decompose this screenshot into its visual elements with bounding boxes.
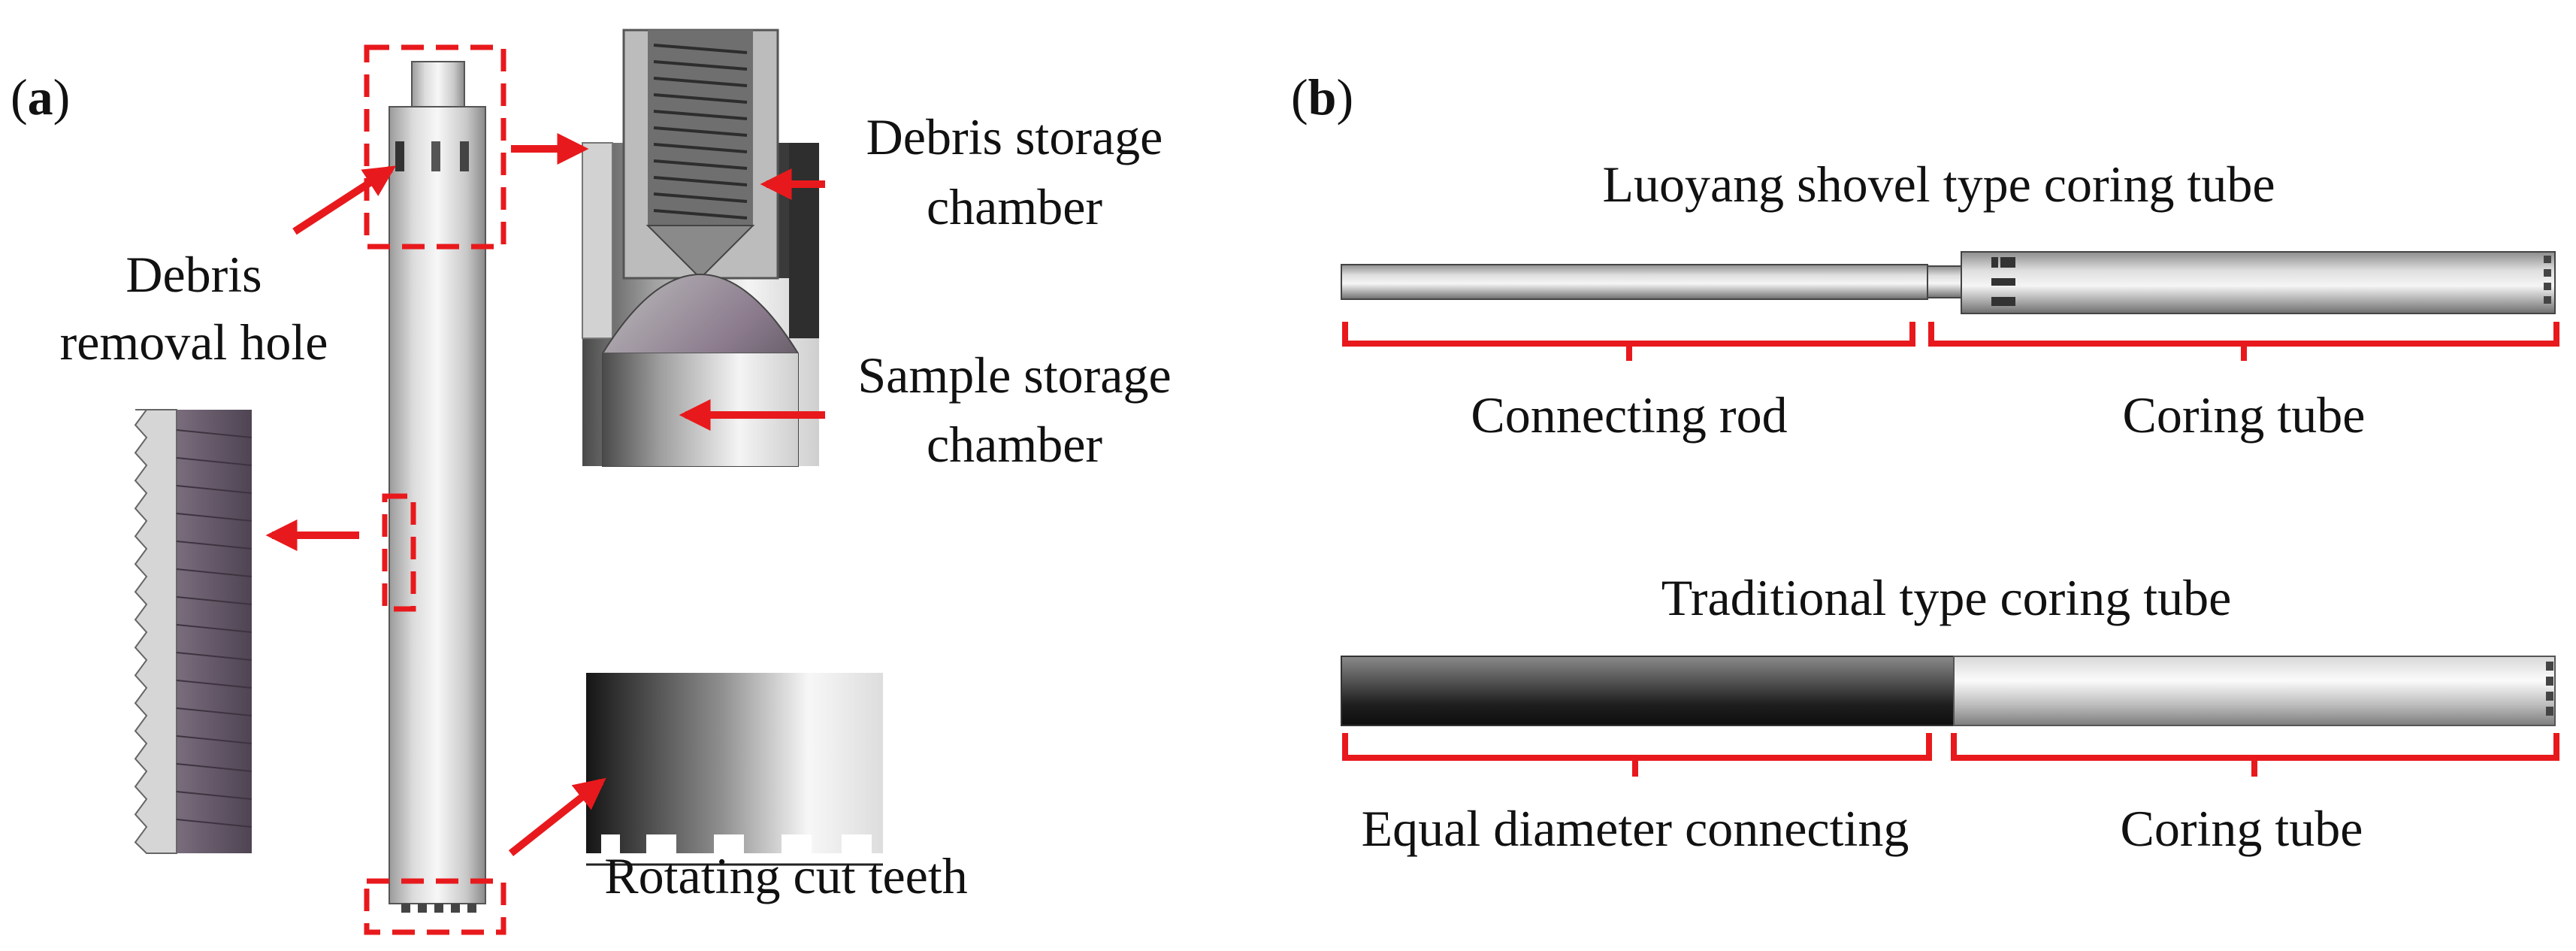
highlight-box-thread [382,493,416,612]
thread-groove [176,791,252,800]
label-debris-storage-2: chamber [927,178,1102,235]
arrow-debris-hole [292,165,397,235]
highlight-box-top [364,44,506,250]
chamber-thread-groove [653,60,748,71]
label-coring-tube-1: Coring tube [2123,386,2366,444]
chamber-thread-groove [653,77,748,87]
thread-groove [176,596,252,605]
brace-coring-tube-2 [1951,733,2559,777]
brace-connecting-rod [1342,322,1915,361]
chamber-thread-groove [653,126,748,137]
chamber-thread-groove [653,209,748,220]
debris-hole [460,141,469,171]
thread-groove [176,624,252,633]
teeth-detail [586,673,883,866]
thread-groove [176,485,252,494]
chamber-thread-groove [653,159,748,170]
panel-b-label: (b) [1291,68,1353,126]
thread-groove [176,735,252,744]
chamber-thread-groove [653,44,748,54]
chamber-thread-groove [653,176,748,186]
label-equal-diameter: Equal diameter connecting [1362,800,1909,857]
label-sample-storage-2: chamber [927,416,1102,473]
chamber-thread-groove [653,192,748,203]
thread-groove [176,513,252,522]
luoyang-tube [1341,251,2556,314]
chamber-thread-groove [653,93,748,104]
panel-a: (a) [11,29,1172,935]
thread-groove [176,568,252,577]
chamber-thread-groove [653,110,748,120]
debris-hole [431,141,440,171]
label-debris-removal-2: removal hole [60,313,328,371]
equal-diameter-rod-shape [1341,656,1955,726]
arrow-rotating-teeth [508,777,606,856]
thread-detail [134,409,252,854]
section-view-upper [582,29,819,467]
label-debris-storage-1: Debris storage [866,108,1163,165]
thread-groove [176,819,252,828]
thread-groove [176,429,252,438]
panel-a-label: (a) [11,68,70,126]
title-luoyang: Luoyang shovel type coring tube [1602,156,2275,213]
label-rotating-teeth: Rotating cut teeth [604,847,967,904]
thread-groove [176,680,252,689]
label-sample-storage-1: Sample storage [857,347,1171,404]
debris-hole [395,141,404,171]
brace-coring-tube-1 [1928,322,2559,361]
thread-groove [176,652,252,661]
highlight-box-teeth [364,878,506,935]
thread-profile [134,409,177,854]
chamber-thread-groove [653,143,748,153]
title-traditional: Traditional type coring tube [1661,569,2232,626]
brace-equal-diameter [1342,733,1932,777]
thread-groove [176,763,252,772]
traditional-tube [1341,656,2556,726]
thread-groove [176,457,252,466]
coring-tube-vertical [389,61,486,913]
label-connecting-rod: Connecting rod [1471,386,1787,444]
label-debris-removal-1: Debris [125,246,262,303]
tube-bottom-teeth [401,904,476,913]
thread-groove [176,541,252,550]
thread-groove [176,707,252,716]
coring-tube-shape-2 [1953,656,2556,726]
coring-tube-shape-1 [1961,251,2556,314]
label-coring-tube-2: Coring tube [2121,800,2363,857]
connecting-rod-shape [1341,264,1928,300]
panel-b: (b) Luoyang shovel type coring tube Conn… [1291,68,2559,857]
